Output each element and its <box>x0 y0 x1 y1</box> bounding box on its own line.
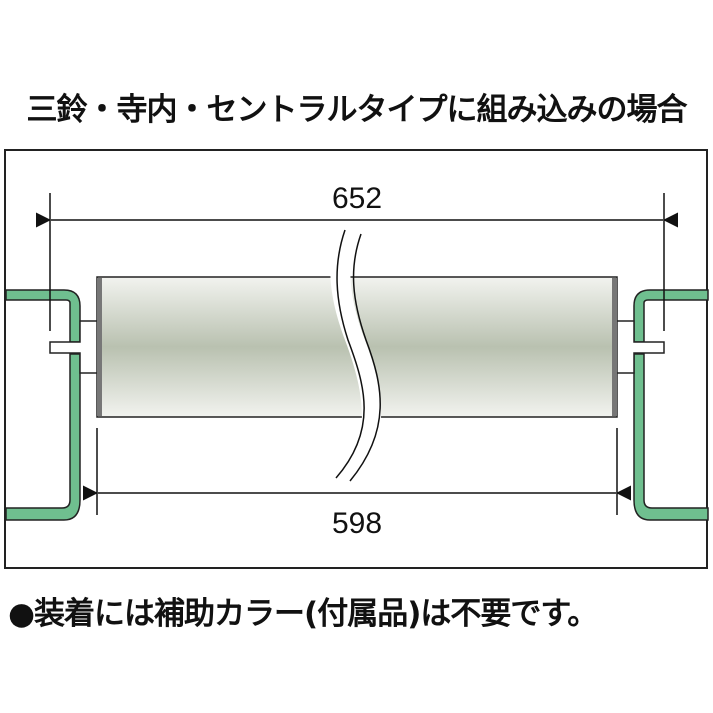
right-frame-rail <box>617 289 709 521</box>
right-shaft <box>617 320 665 374</box>
dimension-label-652: 652 <box>332 182 382 215</box>
roller-end-cap-left <box>97 278 102 416</box>
footer-note: ●装着には補助カラー(付属品)は不要です。 <box>8 596 598 632</box>
dimension-overall: 652 <box>36 182 678 331</box>
diagram-frame <box>4 149 708 569</box>
break-mark <box>330 229 382 482</box>
left-shaft <box>49 320 97 374</box>
diagram-title: 三鈴・寺内・セントラルタイプに組み込みの場合 <box>26 92 688 128</box>
left-frame-rail <box>5 289 97 521</box>
roller-end-cap-right <box>612 278 617 416</box>
dimension-roller: 598 <box>83 428 631 540</box>
dimension-label-598: 598 <box>332 507 382 540</box>
